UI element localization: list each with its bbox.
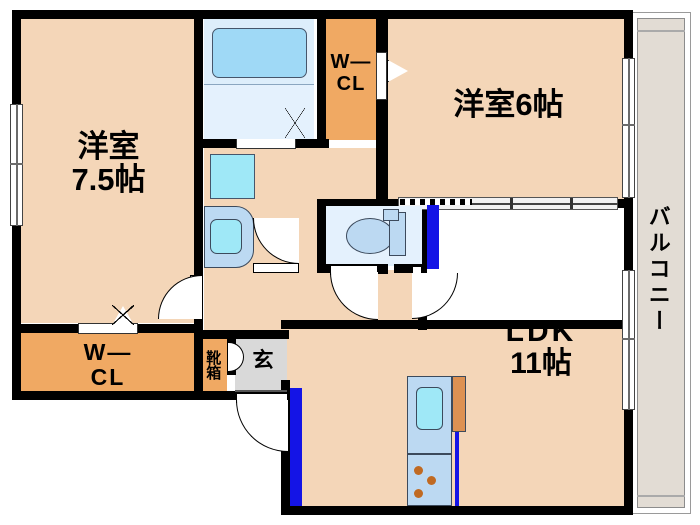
wall-toilet-west [317, 199, 326, 271]
wall-south-left [12, 391, 202, 400]
wall-wcl-top-west [317, 10, 326, 140]
stove-burner-2 [427, 476, 436, 485]
wall-hall-south-right [281, 320, 427, 329]
balcony-text: バルコニー [645, 205, 671, 335]
door-washroom-leaf[interactable] [253, 263, 299, 273]
room-genkan [235, 337, 287, 393]
kutsubako-text: 靴箱 [204, 350, 222, 380]
washitsu75-closet-triangle [112, 305, 134, 325]
room-label-ldk: LDK 11帖 [476, 315, 606, 381]
window-west-mullion [16, 104, 18, 226]
balcony-rail-tick-2 [637, 495, 685, 497]
toilet-bowl [346, 218, 394, 254]
partition-handle-1 [510, 198, 513, 209]
window-east-6jo-mullion [628, 58, 630, 198]
room-balcony [637, 18, 685, 508]
room-label-washitsu-7-5: 洋室 7.5帖 [46, 130, 171, 197]
bathroom-door[interactable] [236, 138, 296, 149]
window-east-ldk-bar [622, 338, 635, 340]
ldk-line2: 11帖 [510, 347, 572, 381]
partition-handle-2 [570, 198, 573, 209]
room-label-washitsu-6: 洋室6帖 [426, 87, 591, 122]
wcl-top-line1: W― [330, 51, 372, 73]
closet-top-slider[interactable] [376, 52, 387, 100]
window-east-6jo-bar [622, 124, 635, 126]
room-wcl-top [326, 18, 376, 140]
genkan-label: 玄 [250, 349, 276, 373]
kutsubako-label: 靴箱 [204, 342, 222, 388]
wcl-bottom-line1: W― [83, 339, 133, 365]
wall-toilet-south-b [394, 264, 427, 273]
room-kutsubako [200, 337, 227, 399]
post-blue-hall-west [290, 388, 302, 506]
toilet-lid-handle [383, 209, 399, 221]
wall-toilet-north [317, 199, 427, 208]
wcl-top-line2: CL [336, 72, 366, 95]
wcl-bottom-line2: CL [90, 363, 126, 390]
stove-burner-1 [414, 466, 423, 475]
partition-rail-line [472, 203, 618, 205]
partition-dotted-section [400, 199, 472, 205]
washitsu-6-text: 洋室6帖 [453, 87, 564, 122]
washitsu-75-line1: 洋室 [77, 129, 140, 164]
genkan-step-line [235, 390, 287, 392]
washing-machine-pan [210, 154, 255, 199]
bathtub [212, 28, 307, 78]
closet-label-wcl-top: W― CL [328, 51, 374, 95]
closet-bottom-slider[interactable] [78, 323, 138, 334]
wall-ldk-north [418, 320, 628, 329]
post-blue-toilet-east [427, 205, 439, 269]
washitsu-75-line2: 7.5帖 [71, 162, 146, 198]
door-entry-swing [236, 400, 288, 452]
bathroom-door-triangle [285, 108, 305, 138]
kitchen-counter-side [452, 376, 466, 432]
post-blue-kitchen [455, 428, 459, 506]
window-east-ldk-mullion [628, 270, 630, 410]
door-ldk-swing [412, 273, 458, 319]
room-washitsu-7-5 [20, 18, 195, 323]
genkan-text: 玄 [252, 349, 274, 372]
vanity-basin [210, 219, 242, 254]
balcony-label: バルコニー [645, 195, 671, 345]
closet-label-wcl-bottom: W― CL [68, 340, 148, 390]
wall-east-outer [624, 10, 633, 515]
wall-south-ldk [281, 506, 632, 515]
wall-toilet-east [418, 199, 427, 274]
kitchen-sink-basin [416, 387, 443, 430]
balcony-rail-tick-1 [637, 30, 685, 32]
room-wcl-bottom [20, 333, 195, 398]
wall-genkan-north [194, 330, 289, 339]
closet-top-arrow-outline [387, 60, 408, 82]
window-west-center-bar [10, 163, 23, 165]
stove-burner-3 [414, 489, 423, 498]
room-washitsu-6 [388, 18, 626, 199]
ldk-line1: LDK [505, 315, 577, 348]
